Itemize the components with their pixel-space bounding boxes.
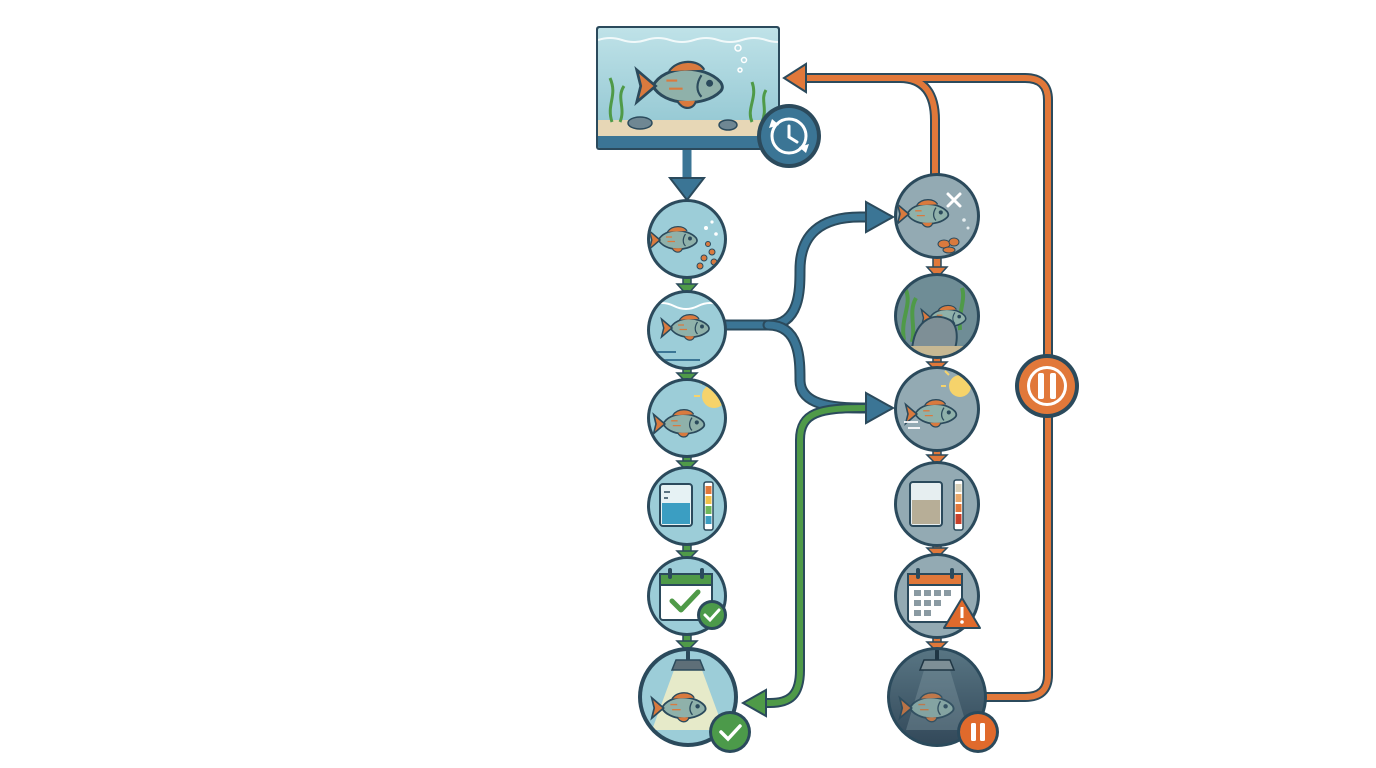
loop-pause-icon — [1015, 354, 1079, 418]
flow-connectors — [667, 62, 1079, 718]
warning-triangle-icon — [943, 597, 981, 629]
clear-water-test-icon — [647, 466, 727, 546]
status-check-icon — [697, 600, 727, 630]
sunlit-fish-icon — [647, 378, 727, 458]
pause-icon — [957, 711, 999, 753]
success-check-icon — [709, 711, 751, 753]
fish-hiding-icon — [894, 273, 980, 359]
start-arrowhead — [667, 177, 707, 202]
dark-tank-fish-icon — [887, 647, 987, 747]
fish-refusing-food-icon — [894, 173, 980, 259]
issue-path — [887, 173, 999, 753]
aquarium-tank-icon — [596, 26, 780, 150]
calendar-check-icon — [647, 556, 727, 636]
cloudy-water-test-icon — [894, 461, 980, 547]
good-path — [638, 199, 751, 753]
swimming-fish-icon — [647, 290, 727, 370]
recovery-arrow — [740, 403, 866, 718]
feeding-fish-icon — [647, 199, 727, 279]
stressed-fish-light-icon — [894, 366, 980, 452]
calendar-warning-icon — [894, 553, 981, 639]
clock-cycle-icon — [757, 104, 821, 168]
branch-arrows — [718, 200, 896, 425]
